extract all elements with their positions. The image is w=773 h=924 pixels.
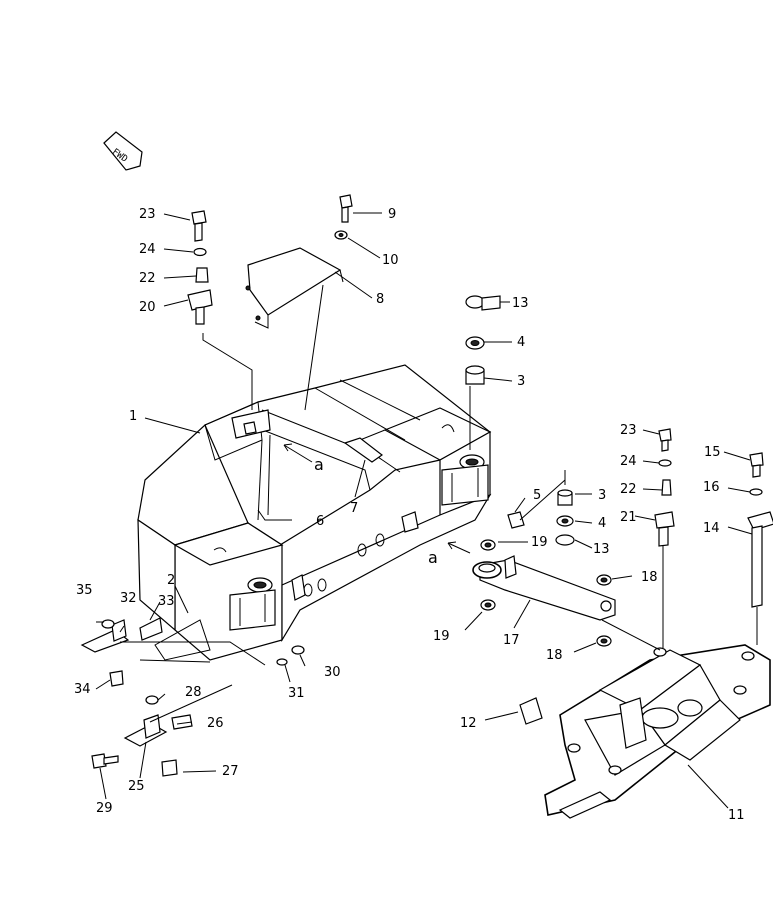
clip-12: [519, 697, 543, 725]
nut-4-top: [465, 336, 485, 350]
callout-labels: 23 24 22 20 9 10 8 13 4 3 1 a 7 6 5 3 4 …: [74, 207, 745, 823]
track-frame-assembly-11: [544, 644, 771, 819]
label-12: 12: [460, 716, 477, 731]
bolt-34: [109, 670, 124, 687]
label-25: 25: [128, 779, 145, 794]
bolt-29: [91, 753, 119, 769]
label-14: 14: [703, 521, 720, 536]
label-33: 33: [158, 594, 175, 609]
bolt-23-left: [191, 210, 207, 242]
washer-16: [749, 488, 763, 496]
label-13: 13: [512, 296, 529, 311]
washer-24-left: [193, 247, 207, 257]
pivot-housing-right: [441, 454, 489, 506]
bracket-8: [245, 247, 342, 329]
label-19-bottom: 19: [433, 629, 450, 644]
label-19-top: 19: [531, 535, 548, 550]
label-16: 16: [703, 480, 720, 495]
fwd-direction-marker: FWD: [103, 131, 143, 171]
bolt-15: [749, 452, 764, 478]
bracket-25: [123, 714, 168, 747]
label-10: 10: [382, 253, 399, 268]
nut-4-mid: [556, 515, 574, 527]
label-17: 17: [503, 633, 520, 648]
nut-18-top: [596, 574, 612, 586]
fitting-5: [507, 511, 525, 529]
label-22-right: 22: [620, 482, 637, 497]
nut-18-bottom: [596, 635, 612, 647]
pin-21: [654, 511, 675, 547]
washer-31: [276, 658, 288, 666]
label-3-mid: 3: [598, 488, 606, 503]
label-4: 4: [517, 335, 525, 350]
label-7: 7: [350, 501, 358, 516]
equalizer-bar-17: [472, 555, 616, 621]
mount-3-top: [465, 365, 485, 385]
label-13-mid: 13: [593, 542, 610, 557]
label-27: 27: [222, 764, 239, 779]
label-6: 6: [316, 514, 324, 529]
label-18-bottom: 18: [546, 648, 563, 663]
pivot-housing-left: [229, 577, 276, 631]
label-30: 30: [324, 665, 341, 680]
label-21: 21: [620, 510, 637, 525]
label-28: 28: [185, 685, 202, 700]
clamp-26: [171, 714, 193, 730]
cap-13-top: [465, 295, 501, 311]
label-9: 9: [388, 207, 396, 222]
label-24-right: 24: [620, 454, 637, 469]
label-8: 8: [376, 292, 384, 307]
washer-10: [334, 230, 348, 240]
nut-19-top: [480, 539, 496, 551]
grease-nipple-22-right: [661, 479, 672, 496]
nut-28: [145, 695, 159, 705]
label-32: 32: [120, 591, 137, 606]
label-4-mid: 4: [598, 516, 606, 531]
nut-35: [101, 619, 115, 629]
washer-24-right: [658, 459, 672, 467]
bolt-9: [339, 194, 353, 223]
label-2: 2: [167, 573, 175, 588]
label-5: 5: [533, 488, 541, 503]
label-3: 3: [517, 374, 525, 389]
fitting-20-left: [187, 289, 213, 325]
label-11: 11: [728, 808, 745, 823]
nut-30: [291, 645, 305, 655]
label-18-top: 18: [641, 570, 658, 585]
main-frame: [137, 364, 492, 661]
label-23-right: 23: [620, 423, 637, 438]
label-31: 31: [288, 686, 305, 701]
label-a-upper: a: [314, 455, 324, 474]
label-20: 20: [139, 300, 156, 315]
bracket-32: [80, 619, 130, 653]
clip-33: [139, 617, 163, 641]
label-24: 24: [139, 242, 156, 257]
label-29: 29: [96, 801, 113, 816]
bolt-23-right: [658, 428, 672, 452]
label-35: 35: [76, 583, 93, 598]
nut-19-bottom: [480, 599, 496, 611]
bolt-27: [161, 759, 178, 777]
label-22: 22: [139, 271, 156, 286]
leader-lines: [95, 212, 758, 809]
label-34: 34: [74, 682, 91, 697]
pin-14: [747, 511, 773, 608]
label-1: 1: [129, 409, 137, 424]
label-26: 26: [207, 716, 224, 731]
washer-13-mid: [555, 534, 575, 546]
label-a-lower: a: [428, 548, 438, 567]
mount-3-mid: [557, 489, 573, 506]
grease-nipple-22-left: [195, 267, 209, 283]
label-23: 23: [139, 207, 156, 222]
label-15: 15: [704, 445, 721, 460]
